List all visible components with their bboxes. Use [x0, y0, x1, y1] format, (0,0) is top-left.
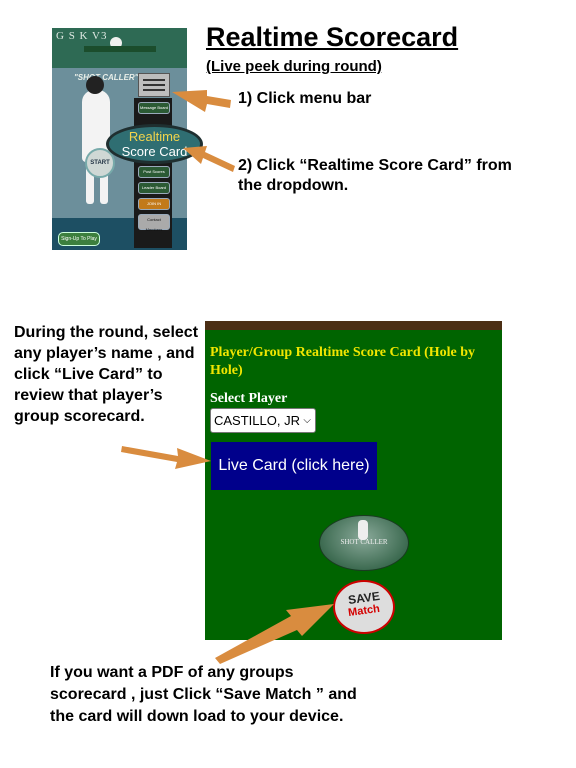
menu-item-leader-board[interactable]: Leader Board	[138, 182, 170, 194]
page-subtitle: (Live peek during round)	[206, 58, 382, 75]
select-player-label: Select Player	[210, 391, 288, 406]
player-select-value: CASTILLO, JR	[214, 413, 300, 428]
app-header: G S K V3	[52, 28, 187, 68]
player-select[interactable]: CASTILLO, JR ⌵	[210, 408, 316, 433]
scorecard-panel: Player/Group Realtime Score Card (Hole b…	[205, 321, 502, 640]
chevron-down-icon: ⌵	[303, 415, 311, 426]
step-2-text: 2) Click “Realtime Score Card” from the …	[238, 157, 512, 194]
arrow-to-live-card	[121, 446, 211, 469]
start-badge[interactable]: START	[85, 148, 115, 178]
shot-caller-badge[interactable]: SHOT CALLER	[319, 515, 409, 571]
menu-item-join-in[interactable]: JOIN IN	[138, 198, 170, 210]
golfer-leg	[100, 154, 108, 204]
login-bar	[84, 46, 156, 52]
app-caption: "SHOT CALLER"	[74, 73, 139, 82]
signup-button[interactable]: Sign-Up To Play	[58, 232, 100, 246]
menu-item-message-board[interactable]: Message Board	[138, 102, 170, 114]
golfer-head	[86, 76, 104, 94]
step-1-text: 1) Click menu bar	[238, 90, 372, 107]
golfer-leg	[86, 156, 94, 204]
panel-top-bar	[205, 321, 502, 330]
live-card-button[interactable]: Live Card (click here)	[211, 442, 377, 490]
arrow-to-menu-bar	[172, 90, 231, 112]
menu-item-contact-members[interactable]: Contact Members	[138, 214, 170, 232]
golfer-icon	[358, 520, 368, 540]
highlight-line2: Score Card	[121, 144, 188, 159]
app-logo: G S K V3	[56, 30, 108, 42]
save-match-instructions: If you want a PDF of any groups scorecar…	[50, 664, 357, 725]
panel-title: Player/Group Realtime Score Card (Hole b…	[210, 345, 476, 378]
hamburger-menu-icon[interactable]	[138, 73, 170, 97]
page-title: Realtime Scorecard	[206, 22, 459, 52]
live-card-instructions: During the round, select any player’s na…	[14, 324, 199, 425]
arrow-to-realtime-scorecard	[183, 146, 235, 172]
shot-caller-badge-label: SHOT CALLER	[340, 538, 388, 546]
menu-item-post-scores[interactable]: Post Scores	[138, 166, 170, 178]
arrow-to-save-match	[215, 604, 334, 664]
highlight-line1: Realtime	[128, 129, 181, 144]
save-match-button[interactable]: SAVE Match	[333, 580, 395, 634]
realtime-scorecard-menu-highlight[interactable]: Realtime Score Card	[106, 124, 203, 164]
